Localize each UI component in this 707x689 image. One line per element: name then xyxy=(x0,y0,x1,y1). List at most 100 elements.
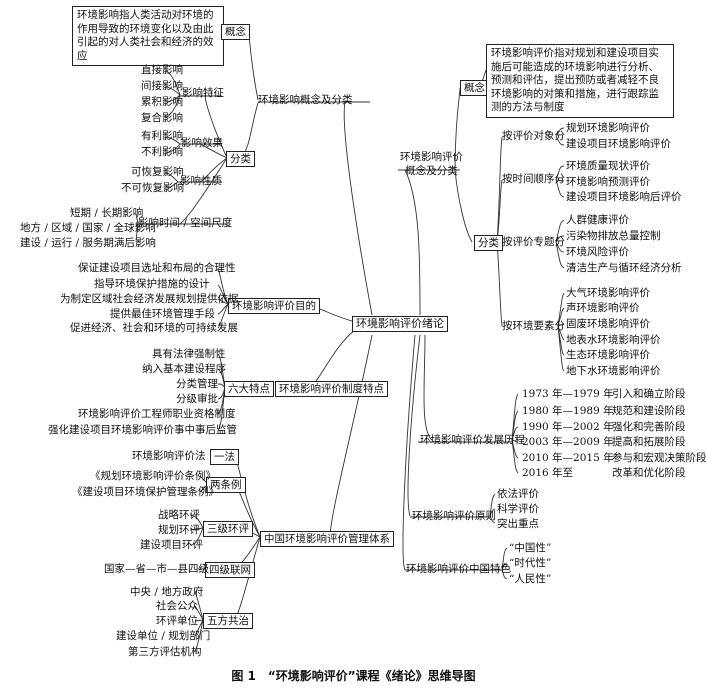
impact-nature-item: 不可恢复影响 xyxy=(121,182,184,194)
eia-concept-branch: 环境影响评价 概念及分类 xyxy=(400,150,463,178)
by-time-item: 建设项目环境影响后评价 xyxy=(566,191,682,203)
six-features-tag: 六大特点 xyxy=(224,381,274,397)
impact-scale-item: 短期 / 长期影响 xyxy=(70,207,144,219)
by-time-item: 环境影响预测评价 xyxy=(566,176,650,188)
three-level-tag: 三级环评 xyxy=(203,521,253,537)
eia-concept-tag: 概念 xyxy=(460,80,489,96)
eia-classification-tag: 分类 xyxy=(474,235,503,251)
impact-scale-label: 影响时间 / 空间尺度 xyxy=(138,217,233,229)
eia-concept-branch-line2: 概念及分类 xyxy=(405,165,458,177)
by-topic-item: 污染物排放总量控制 xyxy=(566,230,661,242)
by-topic-label: 按评价专题分 xyxy=(502,236,565,248)
history-stage: 1973 年—1979 年引入和确立阶段 xyxy=(522,388,686,400)
purpose-branch: 环境影响评价目的 xyxy=(228,298,320,314)
regulation-item: 《规划环境影响评价条例》 xyxy=(90,470,216,482)
management-system-branch: 中国环境影响评价管理体系 xyxy=(260,531,394,547)
by-topic-item: 环境风险评价 xyxy=(566,246,629,258)
impact-effect-item: 有利影响 xyxy=(141,130,183,142)
party-item: 第三方评估机构 xyxy=(128,646,202,658)
system-feature-item: 分类管理 xyxy=(176,378,218,390)
party-item: 社会公众 xyxy=(156,600,198,612)
impact-nature-label: 影响性质 xyxy=(180,175,222,187)
impact-effect-label: 影响效果 xyxy=(181,137,223,149)
by-topic-item: 清洁生产与循环经济分析 xyxy=(566,262,682,274)
by-element-item: 声环境影响评价 xyxy=(566,302,640,314)
history-branch: 环境影响评价发展历程 xyxy=(420,434,525,446)
system-feature-item: 分级审批 xyxy=(176,393,218,405)
four-level-tag: 四级联网 xyxy=(205,562,255,578)
principle-item: 突出重点 xyxy=(497,518,539,530)
history-stage-name: 提高和拓展阶段 xyxy=(612,436,686,448)
by-element-item: 地下水环境影响评价 xyxy=(566,365,661,377)
party-item: 建设单位 / 规划部门 xyxy=(116,630,211,642)
by-time-item: 环境质量现状评价 xyxy=(566,160,650,172)
impact-scale-item: 建设 / 运行 / 服务期满后影响 xyxy=(20,237,156,249)
purpose-item: 为制定区域社会经济发展规划提供依据 xyxy=(60,293,239,305)
system-feature-item: 强化建设项目环境影响评价事中事后监管 xyxy=(48,424,237,436)
three-level-item: 建设项目环评 xyxy=(140,539,203,551)
four-level-item: 国家—省—市—县四级 xyxy=(104,563,209,575)
history-stage-period: 1990 年—2002 年 xyxy=(522,421,614,433)
history-stage-name: 强化和完善阶段 xyxy=(612,421,686,433)
system-feature-branch: 环境影响评价制度特点 xyxy=(275,381,388,397)
history-stage-name: 规范和建设阶段 xyxy=(612,405,686,417)
impact-feature-label: 影响特征 xyxy=(182,87,224,99)
history-stage-period: 2003 年—2009 年 xyxy=(522,436,614,448)
by-element-item: 大气环境影响评价 xyxy=(566,287,650,299)
principle-item: 依法评价 xyxy=(497,488,539,500)
history-stage-name: 参与和宏观决策阶段 xyxy=(612,452,707,464)
env-impact-concept-tag: 概念 xyxy=(221,24,250,40)
system-feature-item: 环境影响评价工程师职业资格制度 xyxy=(78,408,236,420)
by-element-label: 按环境要素分 xyxy=(502,320,565,332)
history-stage-name: 改革和优化阶段 xyxy=(612,467,686,479)
two-regulations-tag: 两条例 xyxy=(206,477,246,493)
history-stage: 1980 年—1989 年规范和建设阶段 xyxy=(522,405,686,417)
history-stage-period: 1980 年—1989 年 xyxy=(522,405,614,417)
history-stage-name: 引入和确立阶段 xyxy=(612,388,686,400)
center-node: 环境影响评价绪论 xyxy=(352,316,448,332)
purpose-item: 保证建设项目选址和布局的合理性 xyxy=(78,262,236,274)
by-element-item: 地表水环境影响评价 xyxy=(566,334,661,346)
one-law-tag: 一法 xyxy=(210,449,239,465)
regulation-item: 《建设项目环境保护管理条例》 xyxy=(72,486,219,498)
eia-concept-text: 环境影响评价指对规划和建设项目实施后可能造成的环境影响进行分析、预测和评估，提出… xyxy=(486,44,674,118)
history-stage-period: 1973 年—1979 年 xyxy=(522,388,614,400)
purpose-item: 提供最佳环境管理手段 xyxy=(110,308,215,320)
chinese-feature-item: “中国性” xyxy=(509,542,552,554)
impact-feature-item: 累积影响 xyxy=(141,96,183,108)
env-impact-concept-text: 环境影响指人类活动对环境的作用导致的环境变化以及由此引起的对人类社会和经济的效应 xyxy=(72,6,224,66)
party-item: 环评单位 xyxy=(156,615,198,627)
one-law-item: 环境影响评价法 xyxy=(132,450,206,462)
by-element-item: 生态环境影响评价 xyxy=(566,349,650,361)
impact-scale-item: 地方 / 区域 / 国家 / 全球影响 xyxy=(20,222,156,234)
history-stage: 2016 年至 改革和优化阶段 xyxy=(522,467,686,479)
by-element-item: 固废环境影响评价 xyxy=(566,318,650,330)
history-stage-period: 2016 年至 xyxy=(522,467,574,479)
by-object-item: 建设项目环境影响评价 xyxy=(566,138,671,150)
history-stage: 2010 年—2015 年参与和宏观决策阶段 xyxy=(522,452,707,464)
impact-effect-item: 不利影响 xyxy=(141,146,183,158)
system-feature-item: 具有法律强制性 xyxy=(152,348,226,360)
history-stage-period: 2010 年—2015 年 xyxy=(522,452,614,464)
five-parties-tag: 五方共治 xyxy=(203,613,253,629)
principle-branch: 环境影响评价原则 xyxy=(412,510,496,522)
chinese-feature-branch: 环境影响评价中国特色 xyxy=(406,563,511,575)
party-item: 中央 / 地方政府 xyxy=(130,586,204,598)
env-impact-classification-tag: 分类 xyxy=(226,151,255,167)
impact-nature-item: 可恢复影响 xyxy=(131,166,184,178)
purpose-item: 促进经济、社会和环境的可持续发展 xyxy=(70,322,238,334)
by-time-label: 按时间顺序分 xyxy=(502,173,565,185)
history-stage: 2003 年—2009 年提高和拓展阶段 xyxy=(522,436,686,448)
principle-item: 科学评价 xyxy=(497,503,539,515)
system-feature-item: 纳入基本建设程序 xyxy=(142,363,226,375)
figure-caption: 图 1 “环境影响评价”课程《绪论》思维导图 xyxy=(231,669,476,683)
impact-feature-item: 复合影响 xyxy=(141,112,183,124)
eia-concept-branch-line1: 环境影响评价 xyxy=(400,151,463,163)
three-level-item: 规划环评 xyxy=(158,524,200,536)
by-object-item: 规划环境影响评价 xyxy=(566,122,650,134)
history-stage: 1990 年—2002 年强化和完善阶段 xyxy=(522,421,686,433)
chinese-feature-item: “人民性” xyxy=(509,573,552,585)
by-object-label: 按评价对象分 xyxy=(502,130,565,142)
chinese-feature-item: “时代性” xyxy=(509,557,552,569)
impact-feature-item: 直接影响 xyxy=(141,64,183,76)
